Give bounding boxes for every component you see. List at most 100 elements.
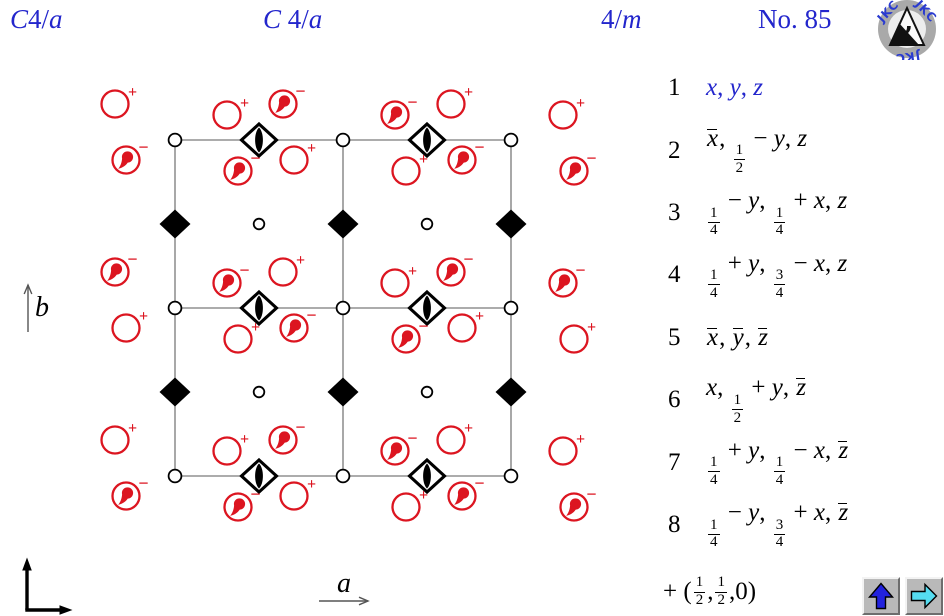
svg-text:+: + bbox=[296, 252, 305, 269]
inversion-center-icon bbox=[335, 300, 351, 316]
inversion-center-icon bbox=[252, 385, 266, 399]
molecule-plus: + bbox=[391, 487, 428, 522]
molecule-comma-minus: − bbox=[447, 473, 485, 511]
symmetry-op-number: 4 bbox=[668, 261, 681, 289]
molecule-plus: + bbox=[436, 420, 473, 455]
molecule-plus: + bbox=[548, 431, 585, 466]
svg-text:−: − bbox=[586, 484, 596, 504]
fourbar-axis-icon bbox=[239, 289, 279, 327]
twofold-diamond-icon bbox=[159, 377, 191, 407]
symmetry-op-number: 3 bbox=[668, 198, 681, 226]
molecule-comma-minus: − bbox=[268, 81, 306, 119]
nav-up-button[interactable] bbox=[862, 577, 900, 615]
twofold-diamond-icon bbox=[495, 209, 527, 239]
twofold-diamond-icon bbox=[327, 377, 359, 407]
right-arrow-icon bbox=[910, 582, 938, 610]
header-space-group-number: No. 85 bbox=[758, 4, 832, 34]
molecule-plus: + bbox=[559, 319, 596, 354]
molecule-comma-minus: − bbox=[268, 417, 306, 455]
inversion-center-icon bbox=[167, 132, 183, 148]
inversion-center-icon bbox=[503, 300, 519, 316]
symmetry-op-number: 7 bbox=[668, 448, 681, 476]
svg-text:−: − bbox=[474, 473, 484, 493]
molecule-plus: + bbox=[391, 151, 428, 186]
inversion-center-icon bbox=[252, 217, 266, 231]
molecule-plus: + bbox=[380, 263, 417, 298]
a-axis-label: a bbox=[337, 568, 351, 599]
symmetry-op-number: 2 bbox=[668, 136, 681, 164]
molecule-comma-minus: − bbox=[380, 428, 418, 466]
svg-text:+: + bbox=[576, 95, 585, 112]
svg-text:−: − bbox=[127, 249, 137, 269]
svg-text:+: + bbox=[128, 420, 137, 437]
svg-text:+: + bbox=[139, 308, 148, 325]
molecule-comma-minus: − bbox=[100, 249, 138, 287]
fourbar-axis-icon bbox=[407, 289, 447, 327]
svg-text:+: + bbox=[408, 263, 417, 280]
molecule-plus: + bbox=[100, 420, 137, 455]
molecule-plus: + bbox=[111, 308, 148, 343]
molecule-plus: + bbox=[279, 140, 316, 175]
svg-text:−: − bbox=[295, 417, 305, 437]
inversion-center-icon bbox=[420, 385, 434, 399]
fourbar-axis-icon bbox=[239, 121, 279, 159]
header-point-group: 4/m bbox=[601, 4, 642, 34]
svg-text:+: + bbox=[419, 151, 428, 168]
svg-text:−: − bbox=[250, 484, 260, 504]
svg-text:+: + bbox=[240, 431, 249, 448]
svg-text:−: − bbox=[463, 249, 473, 269]
svg-text:+: + bbox=[307, 476, 316, 493]
svg-text:−: − bbox=[138, 473, 148, 493]
molecule-comma-minus: − bbox=[548, 260, 586, 298]
inversion-center-icon bbox=[335, 132, 351, 148]
up-arrow-icon bbox=[867, 582, 895, 610]
nav-next-button[interactable] bbox=[905, 577, 943, 615]
molecule-comma-minus: − bbox=[279, 305, 317, 343]
molecule-comma-minus: − bbox=[380, 92, 418, 130]
svg-text:+: + bbox=[419, 487, 428, 504]
symmetry-op-expression: x, y, z bbox=[706, 74, 763, 102]
molecule-plus: + bbox=[548, 95, 585, 130]
molecule-comma-minus: − bbox=[223, 484, 261, 522]
molecule-plus: + bbox=[268, 252, 305, 287]
twofold-diamond-icon bbox=[159, 209, 191, 239]
inversion-center-icon bbox=[503, 132, 519, 148]
molecule-comma-minus: − bbox=[223, 148, 261, 186]
symmetry-op-number: 8 bbox=[668, 510, 681, 538]
svg-text:+: + bbox=[240, 95, 249, 112]
molecule-comma-minus: − bbox=[111, 137, 149, 175]
b-axis-arrowhead bbox=[23, 283, 33, 295]
svg-text:−: − bbox=[407, 92, 417, 112]
svg-text:+: + bbox=[464, 420, 473, 437]
molecule-comma-minus: − bbox=[212, 260, 250, 298]
molecule-comma-minus: − bbox=[436, 249, 474, 287]
molecule-comma-minus: − bbox=[111, 473, 149, 511]
symmetry-op-expression: x, y, z bbox=[707, 323, 768, 351]
inversion-center-icon bbox=[503, 468, 519, 484]
symmetry-op-number: 6 bbox=[668, 386, 681, 414]
svg-text:−: − bbox=[474, 137, 484, 157]
svg-text:+: + bbox=[475, 308, 484, 325]
